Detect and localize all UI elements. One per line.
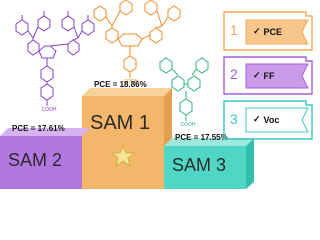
sam1-label: SAM 1 (90, 112, 151, 134)
ranking-3-metric: Voc (263, 114, 280, 125)
podium-third-top (164, 138, 254, 146)
ranking-legend (223, 11, 313, 140)
sam2-pce-label: PCE = 17.61% (12, 124, 65, 133)
ranking-2-metric: FF (263, 70, 275, 81)
ranking-item-3 (223, 100, 313, 140)
star-icon (110, 144, 136, 167)
ranking-1-metric: PCE (263, 26, 283, 37)
ranking-2-tag: ✓ FF (253, 70, 275, 81)
podium-third-front (164, 146, 246, 189)
ranking-item-1 (223, 11, 313, 51)
sam3-label: SAM 3 (172, 155, 227, 175)
sam1-molecule-structure: COOH (93, 0, 181, 85)
check-icon: ✓ (253, 26, 261, 36)
podium-first-front (82, 96, 164, 189)
ranking-1-tag: ✓ PCE (253, 26, 282, 37)
ranking-2-number: 2 (230, 66, 238, 82)
sam2-acid-label: COOH (42, 107, 57, 113)
ranking-item-2 (223, 56, 313, 95)
sam3-acid-label: COOH (181, 122, 196, 128)
podium-third-side (246, 138, 254, 189)
check-icon: ✓ (253, 114, 261, 124)
ranking-3-number: 3 (230, 111, 238, 127)
podium (0, 88, 254, 189)
sam3-molecule-structure: COOH (159, 57, 209, 128)
sam3-pce-label: PCE = 17.55% (175, 133, 228, 142)
ranking-1-number: 1 (230, 22, 238, 38)
check-icon: ✓ (253, 70, 261, 80)
podium-second-front (0, 136, 82, 189)
sam2-label: SAM 2 (8, 150, 63, 170)
podium-second-top (0, 128, 90, 136)
sam2-molecule-structure: COOH (15, 11, 95, 113)
ranking-3-tag: ✓ Voc (253, 114, 279, 125)
podium-first-top (82, 88, 172, 96)
sam1-pce-label: PCE = 18.86% (94, 80, 147, 89)
sam1-acid-label: COOH (124, 79, 139, 85)
